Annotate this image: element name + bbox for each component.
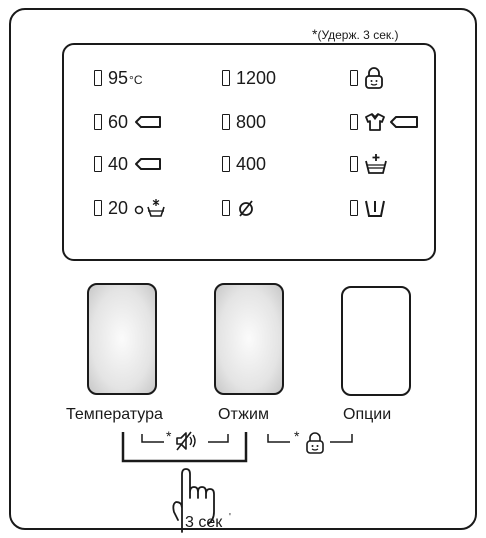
prewash-tub-icon bbox=[365, 200, 385, 217]
child-lock-star: * bbox=[294, 428, 300, 444]
spin-value: 400 bbox=[236, 153, 267, 174]
sound-off-icon bbox=[176, 431, 196, 451]
spin-indicator-400: 400 bbox=[222, 152, 266, 176]
temp-value: 20 bbox=[108, 197, 129, 218]
temp-unit: °C bbox=[129, 72, 143, 87]
child-lock-icon bbox=[365, 67, 383, 89]
spin-indicator-800: 800 bbox=[222, 110, 266, 134]
hold-note: *(Удерж. 3 сек.) bbox=[312, 26, 398, 42]
hold-time-label: 3 сек bbox=[185, 514, 223, 531]
temperature-button[interactable] bbox=[87, 283, 157, 395]
led-icon bbox=[222, 200, 230, 216]
options-button[interactable] bbox=[341, 286, 411, 396]
no-spin-icon bbox=[239, 200, 253, 217]
child-lock-combo-icon bbox=[306, 432, 324, 454]
delicate-tag-icon bbox=[135, 158, 162, 170]
child-lock-combo bbox=[267, 434, 353, 443]
control-panel bbox=[9, 8, 477, 530]
option-indicator-prewash bbox=[350, 196, 386, 220]
cold-wash-tub-icon bbox=[134, 199, 165, 217]
delicate-tag-icon bbox=[135, 116, 162, 128]
temp-indicator-95: 95 °C bbox=[94, 66, 143, 90]
sound-off-combo bbox=[121, 432, 248, 463]
spin-value: 1200 bbox=[236, 67, 277, 88]
sound-off-star: * bbox=[166, 428, 172, 444]
option-indicator-child-lock bbox=[350, 66, 384, 90]
led-icon bbox=[350, 114, 358, 130]
temp-indicator-40: 40 bbox=[94, 152, 162, 176]
led-icon bbox=[222, 70, 230, 86]
option-indicator-extra-rinse bbox=[350, 152, 388, 176]
shirt-delicate-icon bbox=[365, 113, 418, 131]
led-icon bbox=[94, 200, 102, 216]
spin-value: 800 bbox=[236, 111, 267, 132]
spin-indicator-1200: 1200 bbox=[222, 66, 276, 90]
press-hand-icon bbox=[172, 468, 215, 533]
led-icon bbox=[94, 70, 102, 86]
hold-time-mark: ' bbox=[229, 512, 231, 523]
led-icon bbox=[350, 200, 358, 216]
temp-indicator-20: 20 bbox=[94, 196, 180, 220]
temp-value: 60 bbox=[108, 111, 129, 132]
led-icon bbox=[94, 156, 102, 172]
led-icon bbox=[350, 70, 358, 86]
led-icon bbox=[222, 156, 230, 172]
led-icon bbox=[94, 114, 102, 130]
led-icon bbox=[350, 156, 358, 172]
spin-indicator-no-spin bbox=[222, 196, 256, 220]
spin-button-label: Отжим bbox=[218, 406, 269, 423]
temp-indicator-60: 60 bbox=[94, 110, 162, 134]
indicator-display bbox=[62, 43, 436, 261]
option-indicator-easy-iron bbox=[350, 110, 420, 134]
extra-rinse-icon bbox=[365, 154, 387, 174]
spin-button[interactable] bbox=[214, 283, 284, 395]
hold-note-star: * bbox=[312, 26, 318, 42]
options-button-label: Опции bbox=[343, 406, 392, 423]
hold-note-text: (Удерж. 3 сек.) bbox=[317, 28, 399, 42]
temperature-button-label: Температура bbox=[66, 406, 163, 423]
temp-value: 40 bbox=[108, 153, 129, 174]
temp-value: 95 bbox=[108, 67, 129, 88]
led-icon bbox=[222, 114, 230, 130]
